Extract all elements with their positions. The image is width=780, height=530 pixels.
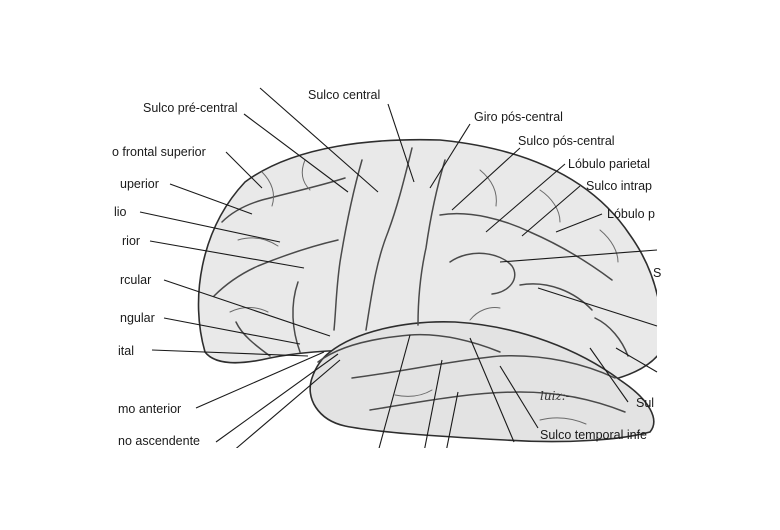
label-sulco-temporal-inferior: Sulco temporal infe (540, 428, 647, 442)
lunate-sulcus (594, 317, 629, 357)
label-giro-frontal-medio: lio (114, 205, 127, 219)
label-lobulo-parietal: Lóbulo parietal (568, 157, 650, 171)
anterior-ramus (235, 321, 271, 357)
central-sulcus (365, 147, 413, 331)
gyral-texture (301, 159, 311, 191)
superior-frontal-sulcus (221, 177, 346, 223)
intraparietal-sulcus (439, 212, 613, 281)
label-ramo-anterior: mo anterior (118, 402, 181, 416)
artist-signature: luiz:- (540, 389, 570, 403)
superior-temporal-sulcus (351, 354, 616, 379)
gyral-texture (479, 169, 497, 207)
precentral-sulcus (333, 159, 363, 331)
label-sulco-frontal-inferior: rior (122, 234, 140, 248)
gyral-texture (539, 189, 561, 223)
label-giro-pos-central: Giro pós-central (474, 110, 563, 124)
label-sulco-central: Sulco central (308, 88, 380, 102)
gyral-texture (229, 307, 269, 313)
gyral-texture (599, 229, 619, 263)
gyral-texture (261, 171, 275, 207)
label-parte-triangular: ngular (120, 311, 155, 325)
label-giro-frontal-superior: o frontal superior (112, 145, 206, 159)
supramarginal-sulcus (449, 252, 516, 295)
gyral-texture (394, 389, 433, 397)
inferior-temporal-sulcus (369, 391, 626, 413)
bottom-crop (0, 448, 780, 530)
label-sulco-pos-central: Sulco pós-central (518, 134, 615, 148)
label-sulco-lunato: Sul (636, 396, 654, 410)
ascending-ramus (292, 281, 301, 353)
gyral-texture (237, 237, 279, 247)
label-parte-orbital: ital (118, 344, 134, 358)
label-parte-opercular: rcular (120, 273, 151, 287)
label-sulco-intraparietal: Sulco intrap (586, 179, 652, 193)
label-ramo-ascendente: no ascendente (118, 434, 200, 448)
leader-lines (139, 87, 658, 453)
label-edge-s: S (653, 266, 661, 280)
label-lobulo-parietal-inferior: Lóbulo p (607, 207, 655, 221)
label-sulco-pre-central: Sulco pré-central (143, 101, 238, 115)
postcentral-sulcus (417, 159, 446, 326)
gyral-texture (539, 417, 587, 425)
label-sulco-frontal-superior: uperior (120, 177, 159, 191)
temporal-lobe (309, 320, 655, 443)
angular-sulcus (519, 283, 593, 311)
gyral-texture (469, 307, 501, 321)
inferior-frontal-sulcus (213, 239, 339, 297)
